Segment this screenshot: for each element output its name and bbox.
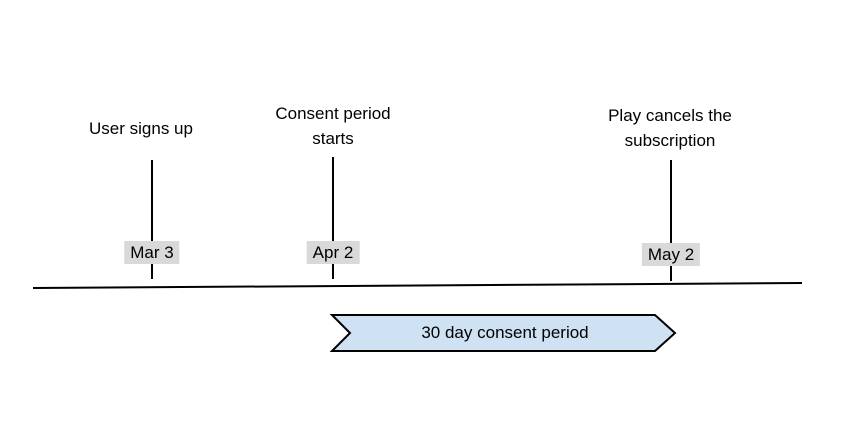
consent-period-band (329, 314, 677, 352)
event-label-cancel: Play cancels the subscription (608, 106, 732, 150)
consent-period-band-label: 30 day consent period (421, 323, 589, 342)
date-chip-mar3: Mar 3 (124, 241, 180, 264)
date-chip-apr2: Apr 2 (306, 241, 360, 264)
date-chip-may2: May 2 (641, 243, 701, 266)
event-label-consent-start: Consent period starts (275, 104, 391, 148)
timeline-axis (32, 282, 803, 289)
event-label-signup: User signs up (89, 119, 193, 138)
